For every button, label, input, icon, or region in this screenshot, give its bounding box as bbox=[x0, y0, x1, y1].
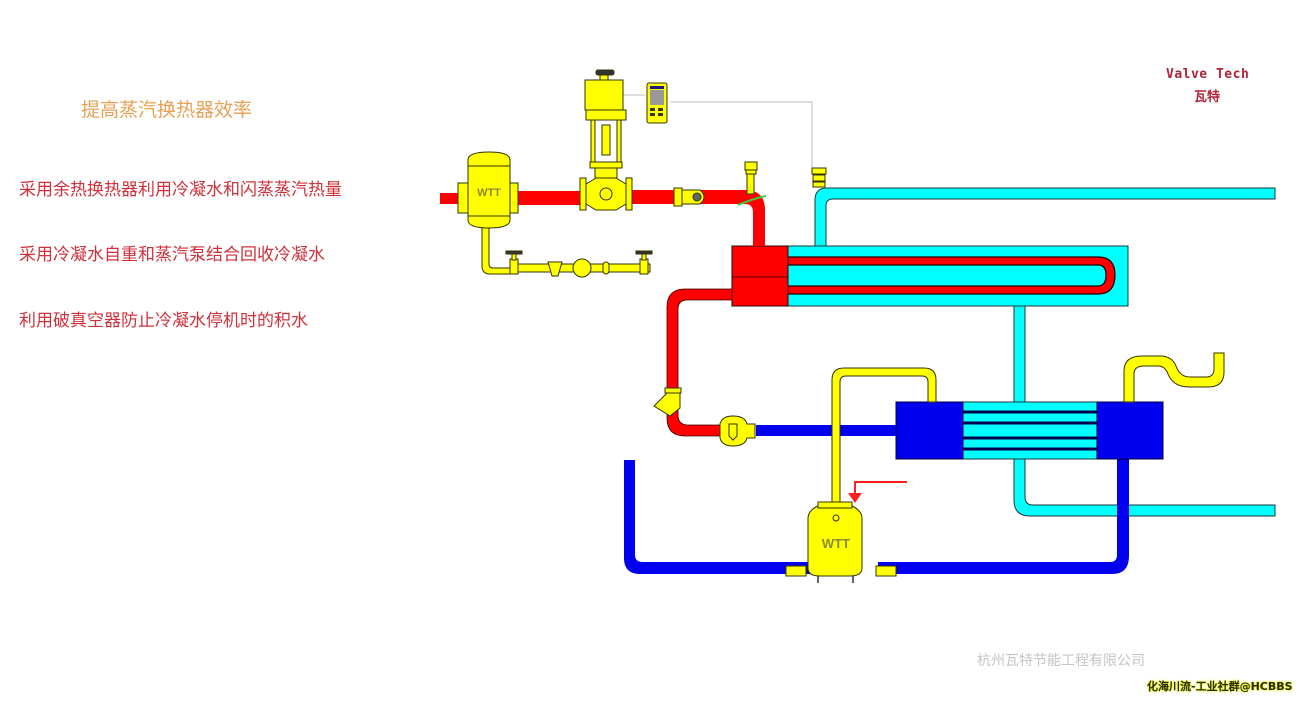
controller bbox=[646, 82, 668, 124]
actuator bbox=[584, 79, 624, 111]
air-vent bbox=[811, 167, 827, 188]
hx-head bbox=[731, 245, 789, 307]
hot-condensate-pipe bbox=[666, 288, 733, 437]
main-heat-exchanger bbox=[731, 245, 1129, 307]
cooling-water-pipes bbox=[814, 187, 1276, 517]
company-name: 杭州瓦特节能工程有限公司 bbox=[977, 653, 1145, 669]
condensate-pipes bbox=[624, 425, 1129, 574]
bullet-point: 利用破真空器防止冷凝水停机时的积水 bbox=[19, 311, 308, 331]
motive-steam-arrow bbox=[848, 481, 907, 503]
weld-marker bbox=[737, 195, 767, 206]
handwheel-icon bbox=[595, 69, 615, 76]
vacuum-breaker bbox=[744, 161, 758, 175]
brand-name-cn: 瓦特 bbox=[1194, 90, 1221, 105]
steam-pipes bbox=[440, 190, 765, 246]
control-valve bbox=[579, 69, 633, 211]
waste-heat-exchanger bbox=[895, 401, 1164, 460]
condensate-pump: WTT bbox=[785, 501, 897, 583]
trap-station bbox=[505, 250, 653, 278]
steam-separator: WTT bbox=[457, 151, 519, 229]
y-strainer bbox=[653, 387, 682, 417]
inline-strainer bbox=[673, 187, 705, 207]
signal-line bbox=[622, 94, 813, 170]
page-title: 提高蒸汽换热器效率 bbox=[81, 99, 253, 121]
steam-trap bbox=[719, 415, 756, 447]
bullet-point: 采用冷凝水自重和蒸汽泵结合回收冷凝水 bbox=[19, 245, 325, 265]
separator-label: WTT bbox=[477, 187, 501, 199]
pump-label: WTT bbox=[822, 536, 850, 551]
watermark: 化海川流-工业社群@HCBBS bbox=[1147, 680, 1293, 693]
brand-name-en: Valve Tech bbox=[1166, 67, 1250, 82]
bullet-point: 采用余热换热器利用冷凝水和闪蒸蒸汽热量 bbox=[19, 180, 342, 200]
